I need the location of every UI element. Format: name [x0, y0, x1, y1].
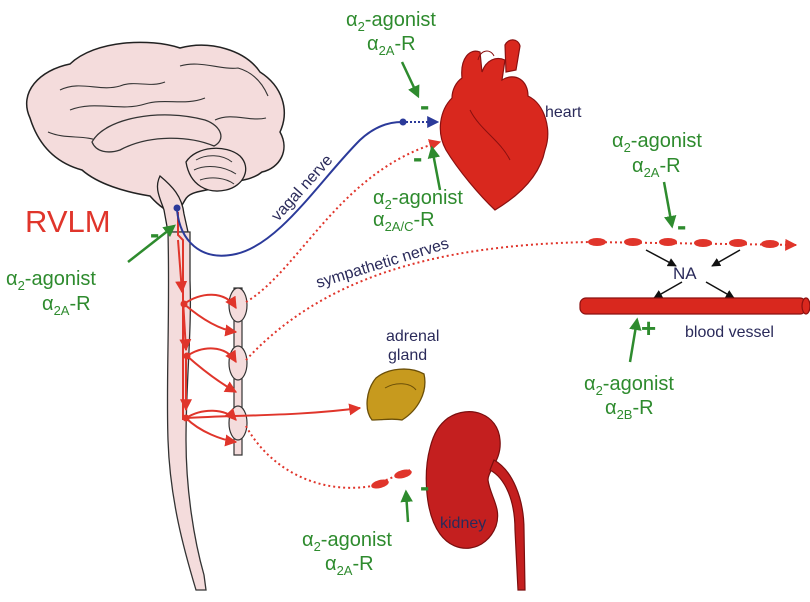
annotation-heart-top: α2-agonist α2A-R -	[346, 9, 436, 121]
svg-text:α2A/C-R: α2A/C-R	[373, 209, 435, 234]
blood-vessel	[580, 298, 810, 314]
svg-text:-: -	[413, 142, 422, 173]
svg-text:α2A-R: α2A-R	[632, 155, 681, 180]
kidney-organ	[426, 412, 525, 590]
heart-label: heart	[545, 104, 582, 121]
sympathetic-chain	[229, 288, 247, 455]
svg-text:α2-agonist: α2-agonist	[346, 9, 436, 34]
annotation-vessel-bottom: + α2-agonist α2B-R	[584, 313, 674, 422]
svg-text:-: -	[677, 210, 686, 241]
adrenal-label-line1: adrenal	[386, 328, 439, 345]
svg-text:α2-agonist: α2-agonist	[6, 268, 96, 293]
svg-text:α2A-R: α2A-R	[367, 33, 416, 58]
svg-text:α2-agonist: α2-agonist	[584, 373, 674, 398]
varicosities-kidney	[370, 468, 412, 490]
svg-text:-: -	[420, 90, 429, 121]
svg-text:-: -	[150, 218, 159, 249]
heart-organ	[440, 40, 547, 210]
blood-vessel-label: blood vessel	[685, 324, 774, 341]
svg-text:α2-agonist: α2-agonist	[612, 130, 702, 155]
svg-text:-: -	[420, 471, 429, 502]
na-label: NA	[673, 264, 697, 283]
rvlm-label: RVLM	[25, 204, 111, 239]
sympathetic-nerves-label: sympathetic nerves	[314, 235, 451, 292]
rvlm-descending-pathway	[178, 212, 360, 442]
annotation-vessel-top: α2-agonist α2A-R -	[612, 130, 702, 241]
annotation-kidney: - α2-agonist α2A-R	[302, 471, 429, 578]
sympathetic-efferents	[246, 142, 796, 488]
svg-text:α2A-R: α2A-R	[325, 553, 374, 578]
adrenal-organ	[367, 369, 425, 420]
svg-text:α2B-R: α2B-R	[605, 397, 654, 422]
svg-text:α2-agonist: α2-agonist	[302, 529, 392, 554]
adrenal-label-line2: gland	[388, 347, 427, 364]
svg-text:α2A-R: α2A-R	[42, 293, 91, 318]
svg-text:+: +	[641, 313, 656, 343]
kidney-label: kidney	[440, 515, 486, 532]
